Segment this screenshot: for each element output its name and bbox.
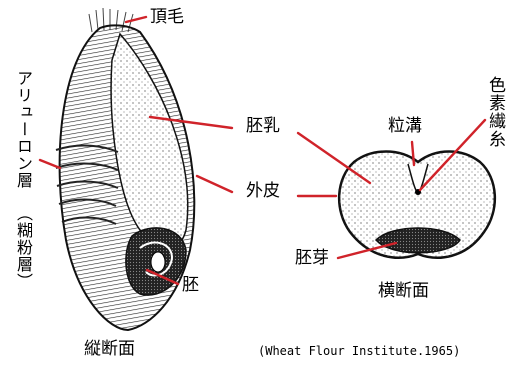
- label-pericarp: 外皮: [246, 182, 280, 200]
- label-endosperm: 胚乳: [246, 117, 280, 135]
- label-crease: 粒溝: [388, 117, 422, 135]
- label-germ: 胚芽: [295, 249, 329, 267]
- leader-pericarp: [197, 176, 232, 192]
- cross-section-drawing: [339, 152, 495, 258]
- label-aleurone-layer: アリューロン層: [14, 70, 32, 189]
- leader-apical-hair: [126, 17, 146, 22]
- label-pigment-strand: 色素繊糸: [486, 76, 504, 148]
- source-credit: (Wheat Flour Institute.1965): [258, 344, 460, 358]
- caption-longitudinal-section: 縦断面: [84, 340, 135, 358]
- label-bran-layer: （糊粉層）: [14, 205, 32, 290]
- label-apical-hair: 頂毛: [150, 8, 184, 26]
- leader-aleurone: [40, 160, 60, 168]
- label-embryo: 胚: [182, 276, 199, 294]
- caption-cross-section: 横断面: [378, 282, 429, 300]
